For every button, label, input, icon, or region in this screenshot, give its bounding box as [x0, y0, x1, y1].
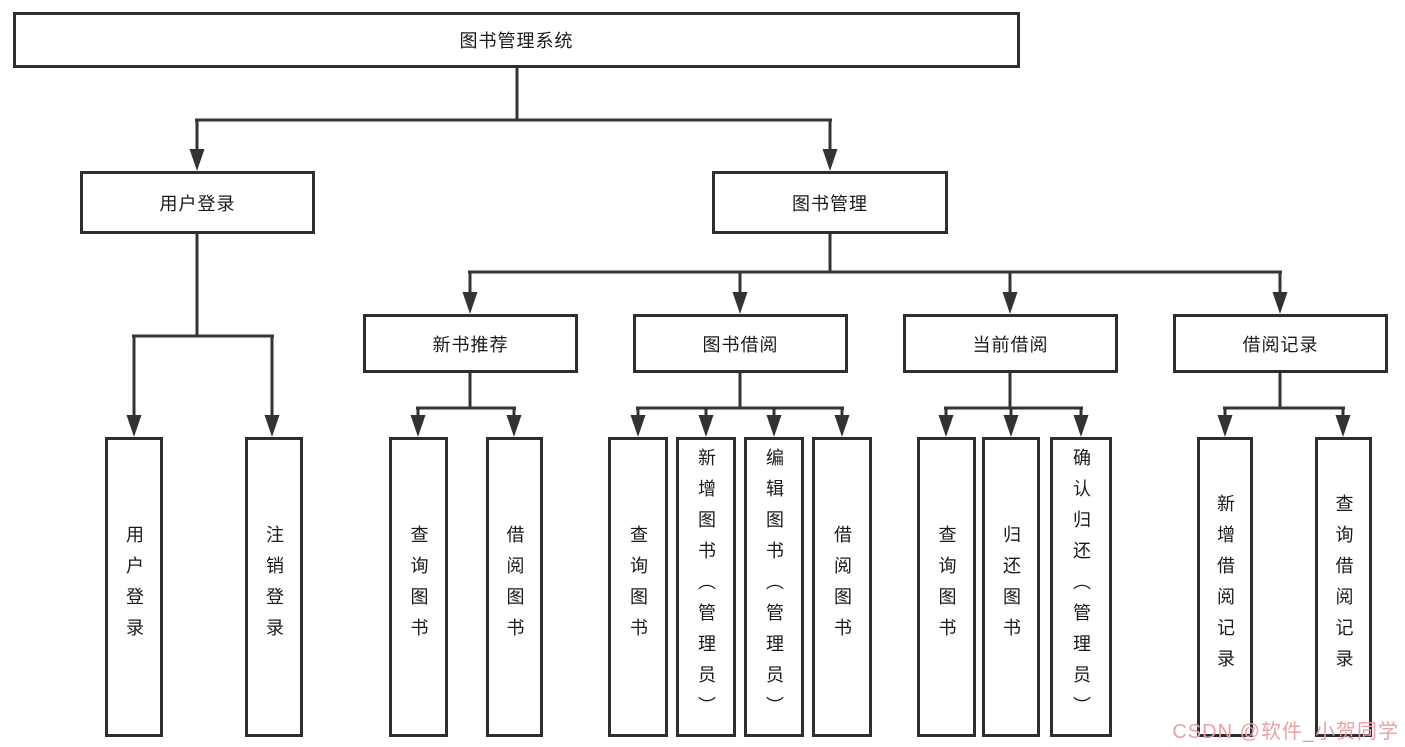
arrow-down-icon	[766, 415, 782, 437]
leaf-return-books: 归还图书	[982, 437, 1040, 737]
leaf-query-borrow-record: 查询借阅记录	[1315, 437, 1372, 737]
leaf-label: 查询借阅记录	[1333, 494, 1354, 680]
leaf-label: 查询图书	[628, 525, 648, 649]
leaf-user-login: 用户登录	[105, 437, 163, 737]
arrow-down-icon	[1335, 415, 1351, 437]
node-label: 当前借阅	[972, 334, 1049, 355]
leaf-label: 新增图书（管理员）	[696, 447, 716, 727]
node-label: 新书推荐	[432, 334, 509, 355]
arrow-down-icon	[822, 149, 838, 171]
arrow-down-icon	[1272, 292, 1288, 314]
arrow-down-icon	[1073, 415, 1089, 437]
node-label: 图书管理	[792, 193, 868, 214]
arrow-down-icon	[1003, 415, 1019, 437]
node-library-management-system: 图书管理系统	[13, 12, 1020, 68]
arrow-down-icon	[264, 415, 280, 437]
node-book-management: 图书管理	[712, 171, 948, 234]
arrow-down-icon	[732, 292, 748, 314]
arrow-down-icon	[410, 415, 426, 437]
leaf-borrow-books: 借阅图书	[812, 437, 872, 737]
arrow-down-icon	[1002, 292, 1018, 314]
leaf-add-books-admin: 新增图书（管理员）	[676, 437, 736, 737]
node-current-borrowing: 当前借阅	[903, 314, 1118, 373]
leaf-label: 查询图书	[408, 525, 429, 649]
arrow-down-icon	[126, 415, 142, 437]
arrowheads	[126, 149, 1351, 437]
arrow-down-icon	[189, 149, 205, 171]
arrow-down-icon	[938, 415, 954, 437]
leaf-label: 确认归还（管理员）	[1071, 447, 1091, 727]
leaf-edit-books-admin: 编辑图书（管理员）	[744, 437, 804, 737]
arrow-down-icon	[506, 415, 522, 437]
arrow-down-icon	[834, 415, 850, 437]
node-label: 用户登录	[159, 193, 236, 214]
csdn-watermark: CSDN @软件_小贺同学	[1172, 721, 1399, 743]
leaf-label: 归还图书	[1001, 525, 1021, 649]
arrow-down-icon	[630, 415, 646, 437]
leaf-label: 借阅图书	[832, 525, 852, 649]
arrow-down-icon	[462, 292, 478, 314]
leaf-query-books: 查询图书	[917, 437, 976, 737]
leaf-label: 注销登录	[264, 525, 284, 649]
arrow-down-icon	[1217, 415, 1233, 437]
leaf-query-books: 查询图书	[608, 437, 668, 737]
node-user-login: 用户登录	[80, 171, 315, 234]
leaf-label: 编辑图书（管理员）	[764, 447, 784, 727]
node-label: 图书借阅	[702, 334, 779, 355]
leaf-add-borrow-record: 新增借阅记录	[1197, 437, 1253, 737]
node-new-book-recommend: 新书推荐	[363, 314, 578, 373]
leaf-borrow-books: 借阅图书	[486, 437, 543, 737]
arrow-down-icon	[698, 415, 714, 437]
leaf-label: 借阅图书	[504, 525, 525, 649]
node-book-borrowing: 图书借阅	[633, 314, 848, 373]
node-label: 图书管理系统	[459, 31, 574, 51]
node-label: 借阅记录	[1242, 334, 1319, 355]
leaf-query-books: 查询图书	[389, 437, 448, 737]
leaf-label: 新增借阅记录	[1215, 494, 1235, 680]
leaf-label: 用户登录	[124, 525, 144, 649]
node-borrowing-records: 借阅记录	[1173, 314, 1388, 373]
leaf-label: 查询图书	[936, 525, 957, 649]
leaf-logout: 注销登录	[245, 437, 303, 737]
leaf-confirm-return-admin: 确认归还（管理员）	[1050, 437, 1112, 737]
